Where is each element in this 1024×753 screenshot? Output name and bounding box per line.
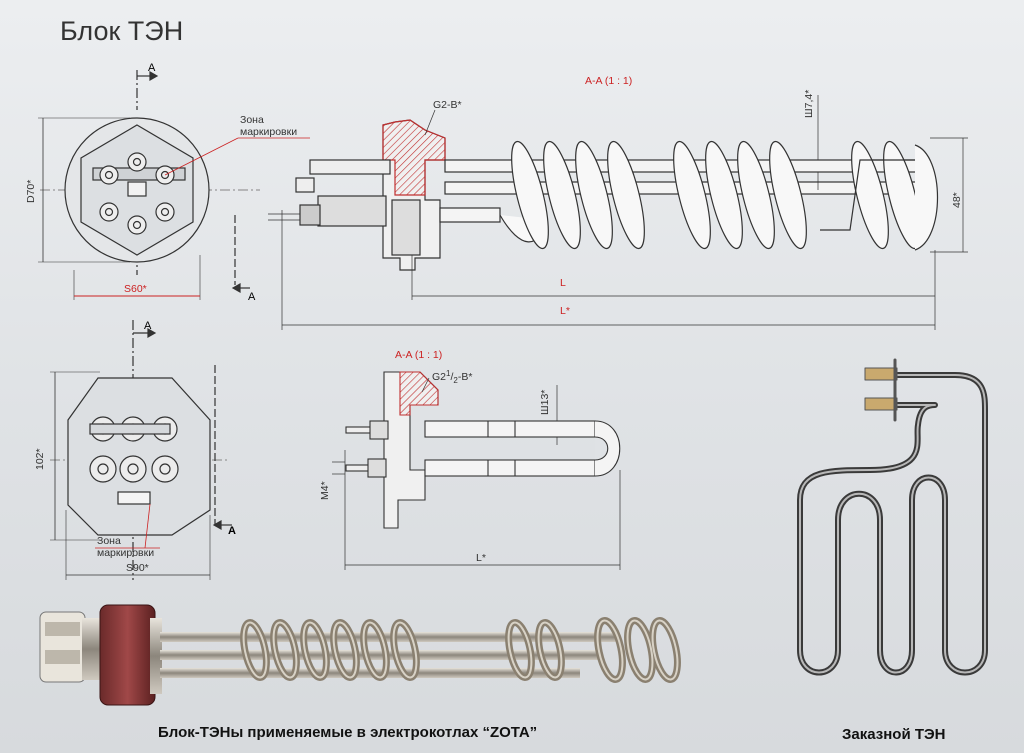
top-hex-label: S60* bbox=[124, 283, 147, 295]
bottom-length-lstar: L* bbox=[476, 552, 486, 564]
top-section-title: A-A (1 : 1) bbox=[585, 75, 632, 87]
svg-text:G21/2-B*: G21/2-B* bbox=[432, 369, 472, 385]
bottom-front-view bbox=[50, 320, 232, 580]
bottom-tube-dia-label: Ш13* bbox=[539, 390, 551, 415]
custom-heater-illustration bbox=[797, 358, 988, 676]
top-marking-zone-2: маркировки bbox=[240, 126, 297, 138]
bottom-dimensions bbox=[332, 377, 621, 570]
top-length-l: L bbox=[560, 277, 566, 289]
bottom-marking-zone-2: маркировки bbox=[97, 547, 154, 559]
top-tube-dia-label: Ш7,4* bbox=[803, 90, 815, 118]
bottom-section-mark-a-bottom: A bbox=[228, 525, 236, 537]
bottom-section-title: A-A (1 : 1) bbox=[395, 349, 442, 361]
page-title: Блок ТЭН bbox=[60, 16, 184, 46]
top-length-lstar: L* bbox=[560, 305, 570, 317]
bottom-thread-label: G21/2-B* bbox=[432, 369, 472, 385]
bottom-height-label: 102* bbox=[34, 448, 46, 470]
top-front-view bbox=[38, 70, 310, 300]
bottom-section-view bbox=[345, 371, 621, 529]
bottom-terminal-label: M4* bbox=[319, 481, 331, 500]
bottom-section-mark-a: A bbox=[144, 320, 152, 332]
photo-caption: Блок-ТЭНы применяемые в электрокотлах “Z… bbox=[158, 724, 538, 741]
top-coil bbox=[499, 140, 938, 251]
custom-heater-caption: Заказной ТЭН bbox=[842, 726, 946, 743]
top-thread-label: G2-B* bbox=[433, 99, 462, 111]
bottom-hex-label: S90* bbox=[126, 562, 149, 574]
top-height-label: 48* bbox=[951, 192, 963, 208]
top-marking-zone-1: Зона bbox=[240, 114, 264, 126]
top-diameter-label: D70* bbox=[25, 180, 37, 203]
heater-block-photo bbox=[39, 604, 681, 706]
top-dimensions bbox=[281, 95, 968, 330]
bottom-marking-zone-1: Зона bbox=[97, 535, 121, 547]
top-section-mark-a-bottom: A bbox=[248, 291, 256, 303]
top-section-mark-a: A bbox=[148, 62, 156, 74]
